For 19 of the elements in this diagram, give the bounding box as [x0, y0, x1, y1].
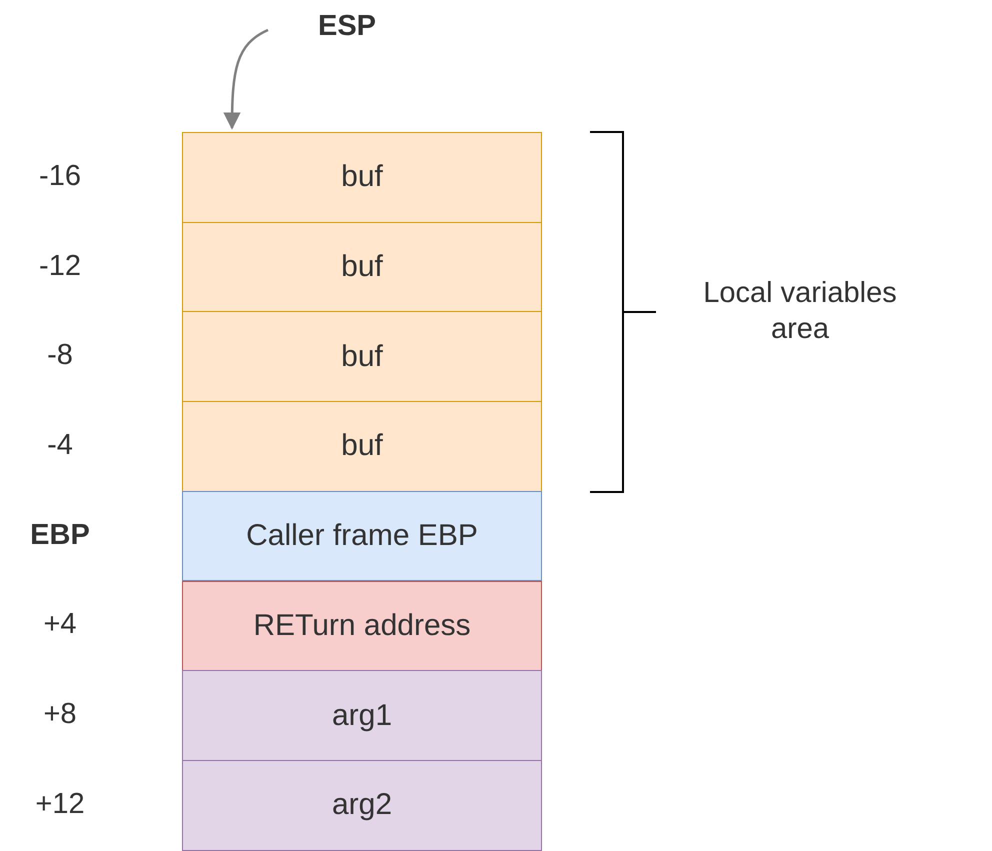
- stack-slot: buf: [182, 401, 542, 492]
- offset-label: +4: [42, 608, 78, 642]
- stack-slot: buf: [182, 132, 542, 223]
- stack-slot: arg1: [182, 670, 542, 761]
- offset-label: -8: [46, 339, 74, 372]
- stack-slot: RETurn address: [182, 580, 542, 672]
- offset-label: +12: [34, 788, 86, 821]
- bracket-note: Local variables area: [702, 276, 898, 347]
- stack-slot: buf: [182, 311, 542, 402]
- stack-slot: Caller frame EBP: [182, 490, 542, 582]
- register-label: ESP: [318, 10, 376, 43]
- stack-slot: buf: [182, 222, 542, 312]
- register-label: EBP: [29, 518, 91, 552]
- offset-label: -12: [38, 250, 82, 283]
- arrow: [223, 28, 269, 130]
- offset-label: +8: [42, 698, 78, 732]
- offset-label: -4: [46, 428, 74, 462]
- stack-slot: arg2: [182, 760, 542, 851]
- offset-label: -16: [38, 160, 82, 193]
